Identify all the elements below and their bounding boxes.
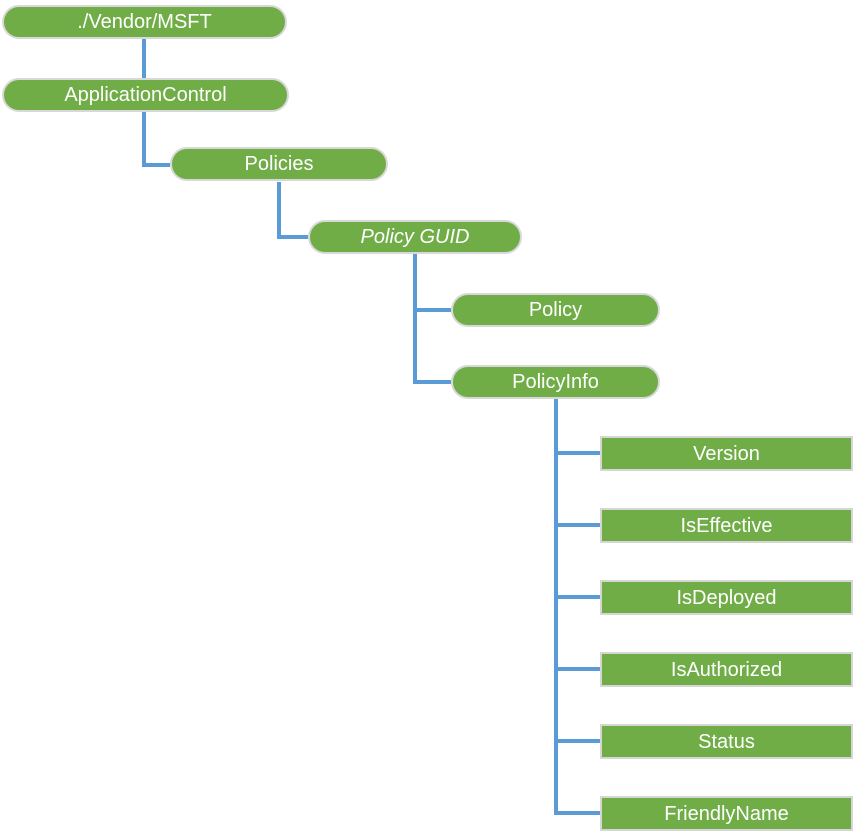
connector-policyinfo-to-status [554, 739, 600, 743]
node-status: Status [600, 724, 853, 759]
connector-policyguid-to-policyinfo [413, 380, 451, 384]
node-application-control: ApplicationControl [2, 78, 289, 112]
connector-policyinfo-to-friendlyname [554, 811, 600, 815]
connector-policyinfo-to-version [554, 451, 600, 455]
node-policy-label: Policy [528, 299, 583, 321]
connector-policies-to-policyguid [277, 235, 308, 239]
node-status-label: Status [698, 730, 755, 753]
connector-policies-trunk [277, 182, 281, 239]
node-is-effective: IsEffective [600, 508, 853, 543]
node-application-control-label: ApplicationControl [64, 84, 227, 106]
node-is-effective-label: IsEffective [680, 514, 773, 537]
node-version-label: Version [693, 442, 760, 465]
connector-vendor-to-appcontrol [142, 39, 146, 78]
node-policies-label: Policies [244, 153, 314, 175]
node-vendor-msft-label: ./Vendor/MSFT [77, 11, 212, 33]
node-is-deployed-label: IsDeployed [676, 586, 777, 609]
connector-policyguid-trunk [413, 254, 417, 384]
connector-policyguid-to-policy [413, 308, 451, 312]
node-friendly-name: FriendlyName [600, 796, 853, 831]
node-is-authorized-label: IsAuthorized [670, 658, 783, 681]
connector-policyinfo-to-isdeployed [554, 595, 600, 599]
node-friendly-name-label: FriendlyName [664, 802, 789, 825]
node-policies: Policies [170, 147, 388, 181]
connector-appcontrol-trunk [142, 112, 146, 167]
node-policy-info-label: PolicyInfo [512, 371, 599, 393]
connector-policyinfo-to-isauthorized [554, 667, 600, 671]
node-policy-guid-label: Policy GUID [360, 226, 470, 248]
node-policy: Policy [451, 293, 660, 327]
connector-policyinfo-to-iseffective [554, 523, 600, 527]
node-is-authorized: IsAuthorized [600, 652, 853, 687]
node-is-deployed: IsDeployed [600, 580, 853, 615]
node-vendor-msft: ./Vendor/MSFT [2, 5, 287, 39]
connector-policyinfo-trunk [554, 399, 558, 815]
node-policy-guid: Policy GUID [308, 220, 522, 254]
node-version: Version [600, 436, 853, 471]
node-policy-info: PolicyInfo [451, 365, 660, 399]
connector-appcontrol-to-policies [142, 163, 170, 167]
